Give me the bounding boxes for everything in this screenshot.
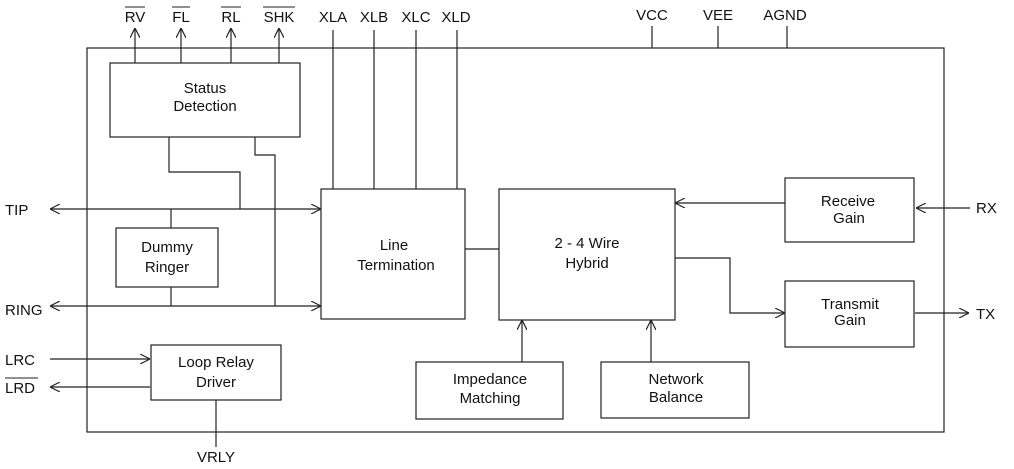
line-termination-block: Line Termination bbox=[320, 188, 466, 320]
pin-shk-label: SHK bbox=[264, 9, 295, 26]
pin-lrc-label: LRC bbox=[5, 352, 35, 369]
pin-xlb-label: XLB bbox=[360, 9, 388, 26]
network-balance-block: Network Balance bbox=[600, 361, 750, 419]
impedance-matching-label-2: Matching bbox=[460, 390, 521, 407]
transmit-gain-block: Transmit Gain bbox=[784, 280, 915, 348]
wire-status-tip-sense bbox=[168, 137, 241, 209]
pin-xla-label: XLA bbox=[319, 9, 347, 26]
receive-gain-label-1: Receive bbox=[821, 193, 875, 210]
pin-tx-label: TX bbox=[976, 306, 995, 323]
pin-lrd-label: LRD bbox=[5, 380, 35, 397]
loop-relay-driver-block: Loop Relay Driver bbox=[150, 344, 282, 401]
hybrid-label-1: 2 - 4 Wire bbox=[554, 235, 619, 252]
impedance-matching-block: Impedance Matching bbox=[415, 361, 564, 420]
pin-rl-label: RL bbox=[221, 9, 240, 26]
line-termination-label-1: Line bbox=[380, 237, 408, 254]
dummy-ringer-label-2: Ringer bbox=[145, 259, 189, 276]
pin-vrly-label: VRLY bbox=[197, 449, 235, 466]
transmit-gain-label-2: Gain bbox=[834, 312, 866, 329]
pin-tip-label: TIP bbox=[5, 202, 28, 219]
receive-gain-label-2: Gain bbox=[833, 210, 865, 227]
line-termination-label-2: Termination bbox=[357, 257, 435, 274]
hybrid-block: 2 - 4 Wire Hybrid bbox=[498, 188, 676, 321]
network-balance-label-1: Network bbox=[648, 371, 704, 388]
impedance-matching-label-1: Impedance bbox=[453, 371, 527, 388]
loop-relay-driver-label-2: Driver bbox=[196, 374, 236, 391]
pin-ring-label: RING bbox=[5, 302, 43, 319]
pin-rv-label: RV bbox=[125, 9, 146, 26]
pin-vee-label: VEE bbox=[703, 7, 733, 24]
wire-hybrid-txgain bbox=[675, 257, 785, 313]
status-detection-label-1: Status bbox=[184, 80, 227, 97]
pin-xld-label: XLD bbox=[441, 9, 470, 26]
dummy-ringer-label-1: Dummy bbox=[141, 239, 193, 256]
receive-gain-block: Receive Gain bbox=[784, 177, 915, 243]
loop-relay-driver-label-1: Loop Relay bbox=[178, 354, 254, 371]
status-detection-block: Status Detection bbox=[109, 62, 301, 138]
status-detection-label-2: Detection bbox=[173, 98, 236, 115]
hybrid-label-2: Hybrid bbox=[565, 255, 608, 272]
pin-vcc-label: VCC bbox=[636, 7, 668, 24]
dummy-ringer-block: Dummy Ringer bbox=[115, 227, 219, 288]
transmit-gain-label-1: Transmit bbox=[821, 296, 880, 313]
chip-outline bbox=[86, 47, 945, 433]
pin-xlc-label: XLC bbox=[401, 9, 430, 26]
pin-fl-label: FL bbox=[172, 9, 190, 26]
pin-agnd-label: AGND bbox=[763, 7, 807, 24]
pin-rx-label: RX bbox=[976, 200, 997, 217]
wire-status-ring-sense bbox=[254, 137, 276, 306]
network-balance-label-2: Balance bbox=[649, 389, 703, 406]
